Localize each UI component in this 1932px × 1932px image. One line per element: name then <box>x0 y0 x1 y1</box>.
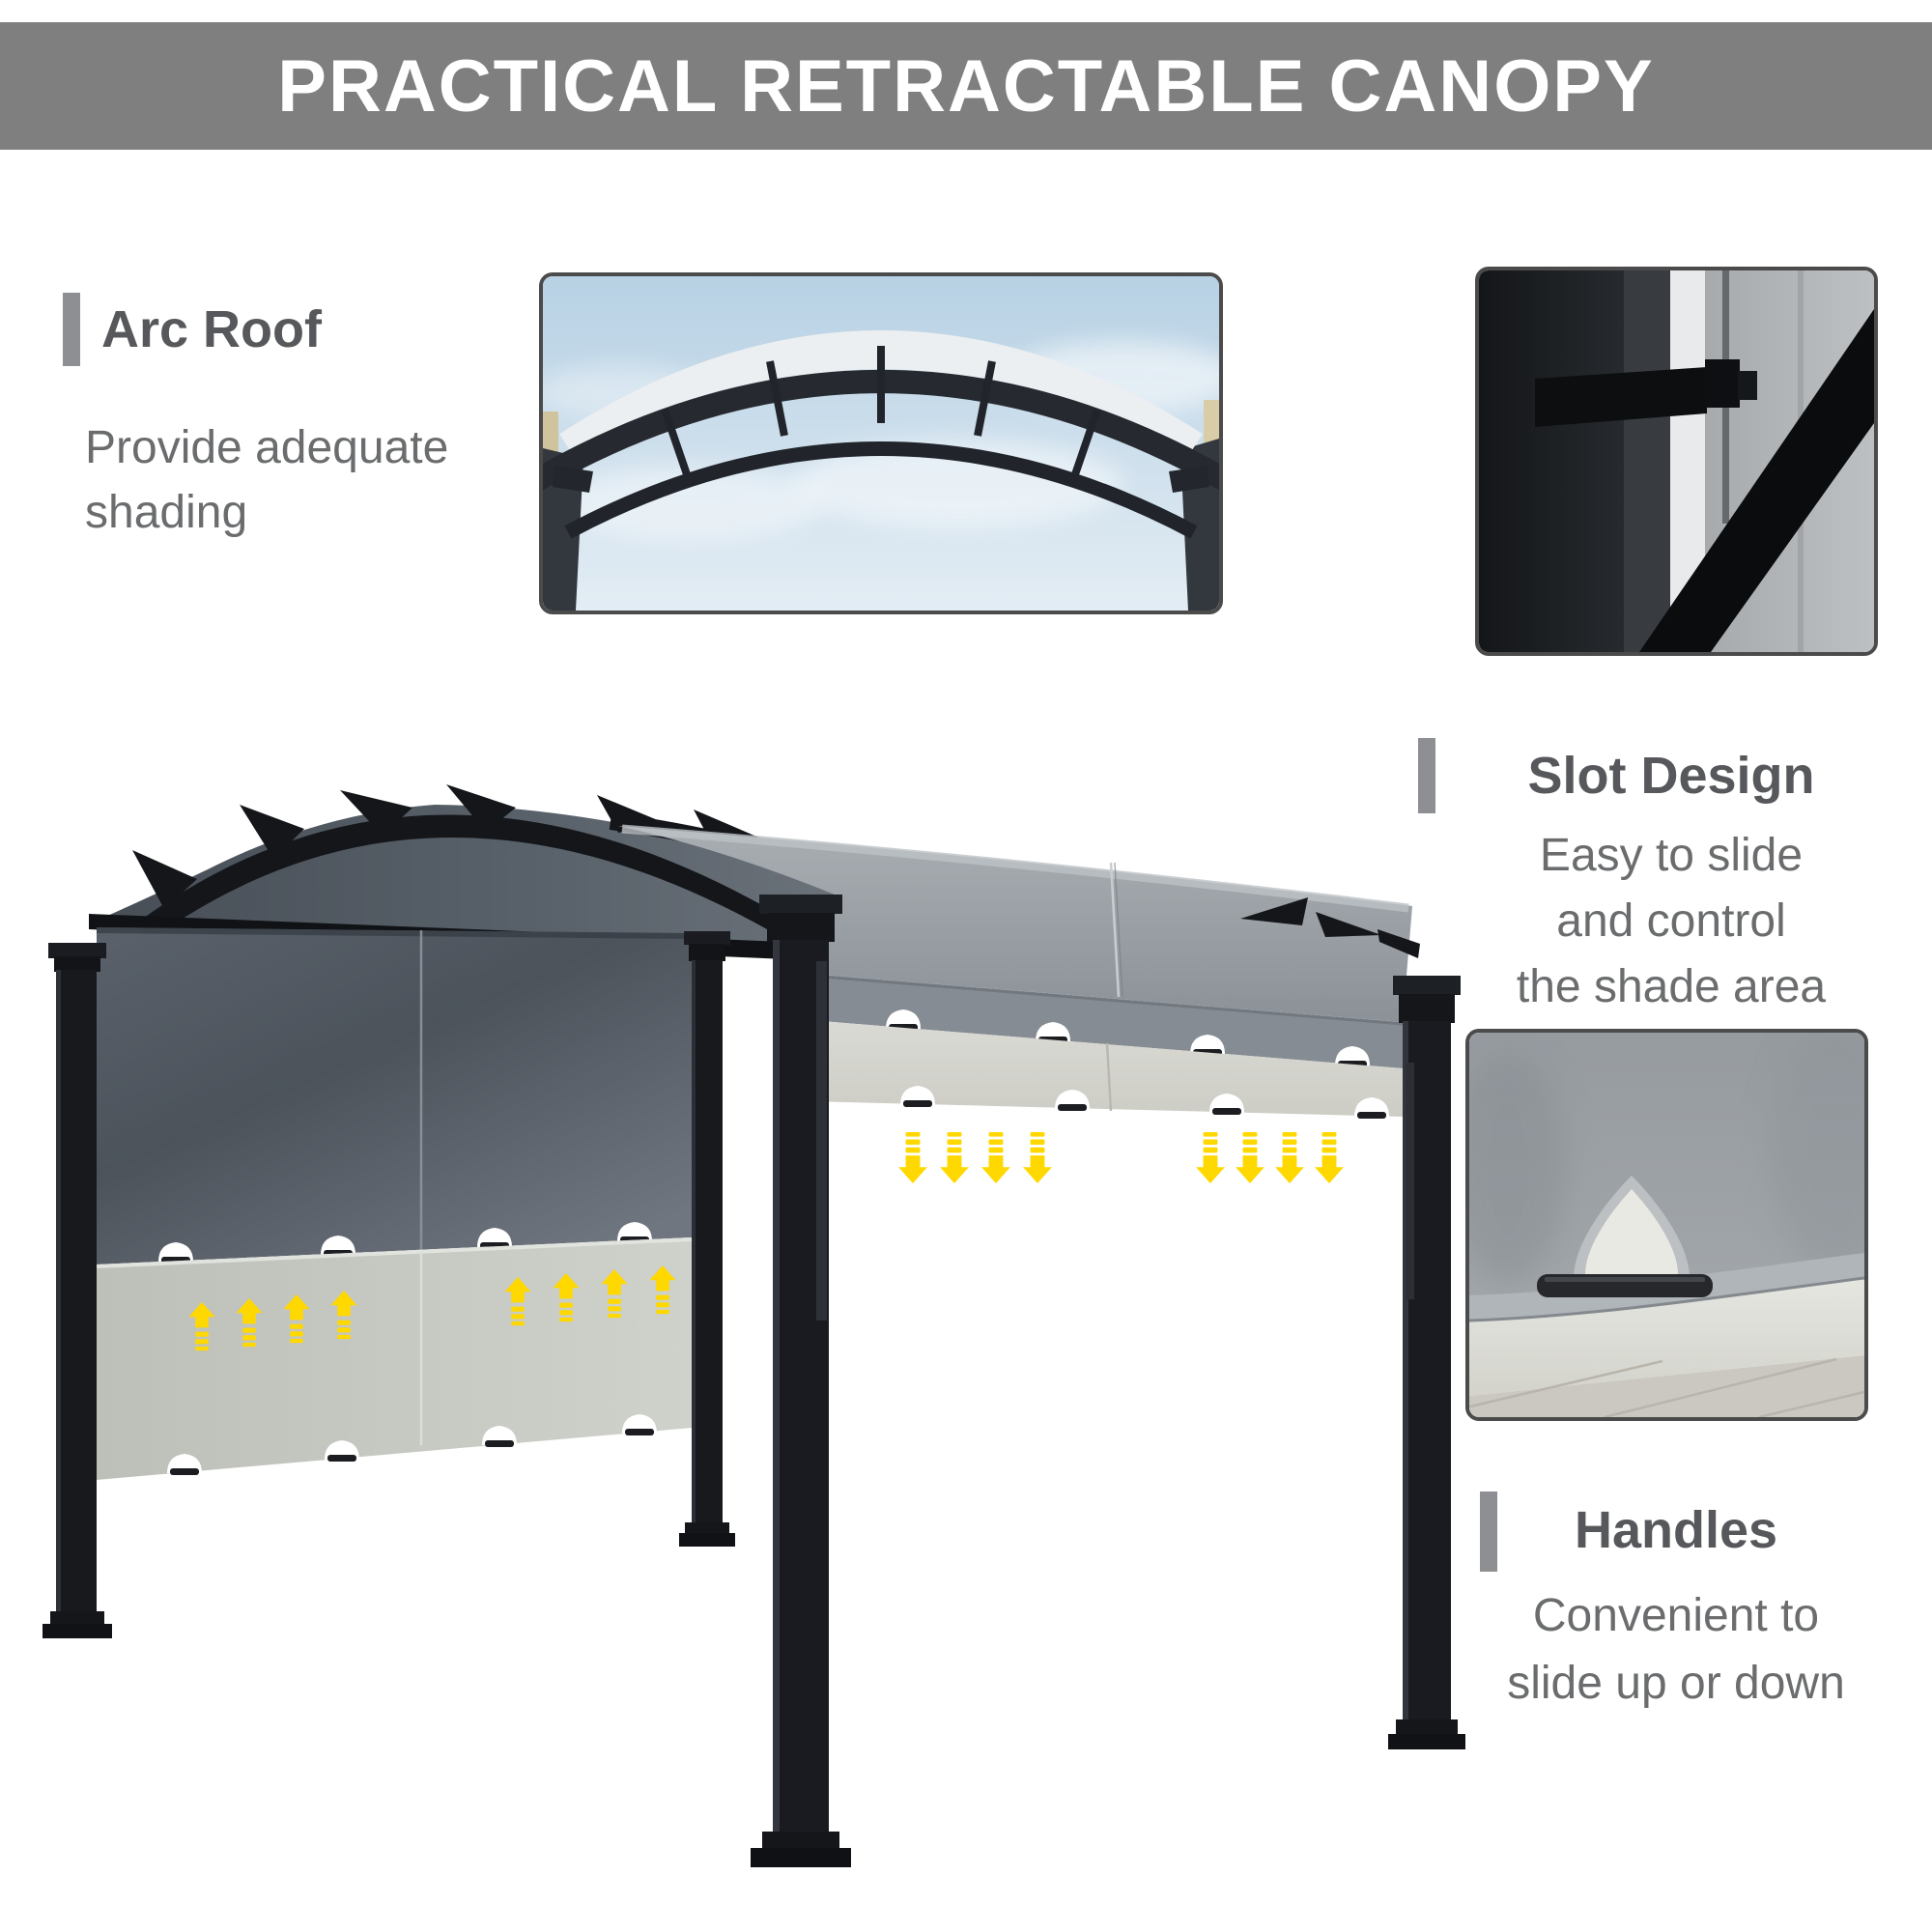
handle-closeup-graphic <box>1469 1033 1864 1417</box>
slot-design-line-2: and control <box>1556 895 1786 947</box>
post-front-right <box>1388 976 1465 1749</box>
handles-title: Handles <box>1574 1501 1778 1559</box>
arc-roof-line-1: Provide adequate <box>85 422 449 473</box>
slot-design-line-1: Easy to slide <box>1539 830 1804 881</box>
slot-design-title: Slot Design <box>1527 747 1815 805</box>
banner-title: PRACTICAL RETRACTABLE CANOPY <box>277 44 1655 128</box>
post-rear-right <box>679 931 735 1547</box>
slot-closeup-graphic <box>1479 270 1874 652</box>
handles-line-1: Convenient to <box>1532 1590 1820 1641</box>
slide-down-arrows <box>898 1132 1344 1184</box>
arc-roof-description: Provide adequate shading <box>85 415 491 545</box>
slot-design-accent-bar <box>1418 738 1435 813</box>
arc-roof-title: Arc Roof <box>101 300 322 358</box>
arc-roof-accent-bar <box>63 293 80 366</box>
side-curtain-dark-panel <box>96 927 693 1264</box>
slot-design-description: Easy to slide and control the shade area <box>1420 823 1922 1020</box>
slot-design-line-3: the shade area <box>1516 961 1827 1012</box>
arc-roof-line-2: shading <box>85 487 248 538</box>
sky-arch-graphic <box>543 276 1219 611</box>
side-curtain-light-panel <box>96 1237 693 1480</box>
handles-line-2: slide up or down <box>1507 1658 1845 1709</box>
handle-detail-photo <box>1465 1029 1868 1421</box>
handles-accent-bar <box>1480 1492 1497 1572</box>
post-rear-left <box>43 943 112 1638</box>
handles-description: Convenient to slide up or down <box>1454 1582 1898 1718</box>
slot-detail-photo <box>1475 267 1878 656</box>
front-arch <box>79 784 819 987</box>
arc-roof-photo <box>539 272 1223 614</box>
post-front-left <box>751 895 851 1867</box>
title-banner: PRACTICAL RETRACTABLE CANOPY <box>0 22 1932 150</box>
